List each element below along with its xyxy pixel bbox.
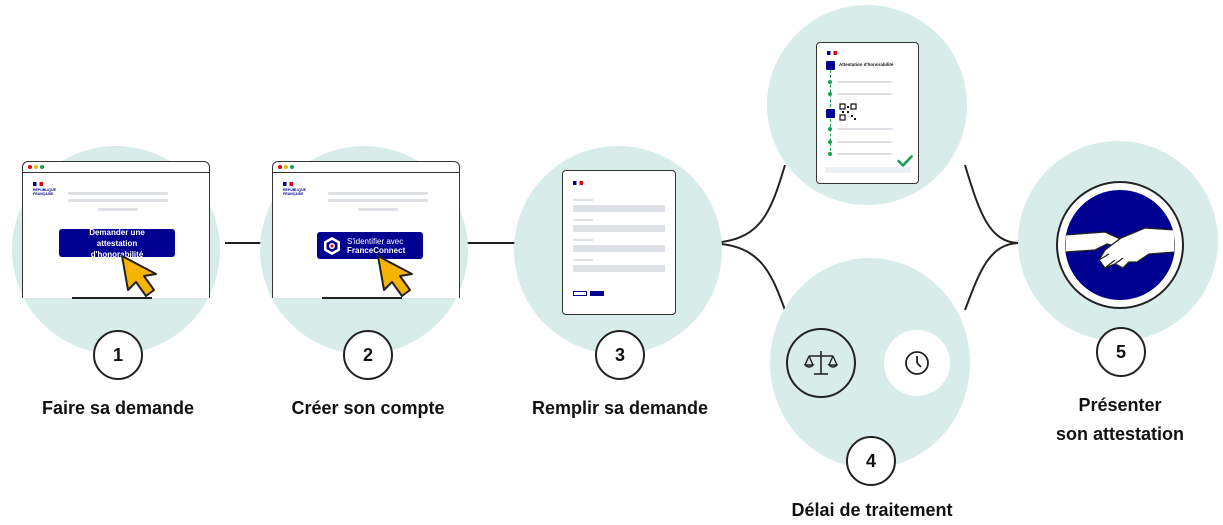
clock-badge: [884, 330, 950, 396]
checkmark-icon: [897, 155, 913, 167]
attestation-title: Attestation d'honorabilité: [839, 62, 894, 67]
franceconnect-button[interactable]: S'identifier avec FranceConnect: [317, 232, 423, 259]
cursor-icon: [121, 255, 157, 297]
step-3-label: Remplir sa demande: [531, 398, 709, 418]
site-name: FRANÇAISE: [33, 192, 54, 196]
attestation-step-marker: [826, 61, 835, 70]
balance-scale-badge: [786, 328, 856, 398]
cursor-icon: [377, 255, 413, 297]
balance-scale-icon: [804, 351, 838, 375]
qr-code-icon: [839, 103, 857, 121]
franceconnect-logo-icon: [324, 236, 340, 255]
attestation-document: Attestation d'honorabilité: [816, 42, 919, 184]
handshake-icon: [1065, 227, 1175, 269]
step-5-label-line1: Présenter: [1078, 395, 1162, 415]
step-1-label: Faire sa demande: [41, 398, 195, 418]
step-5-label-line2: son attestation: [1055, 424, 1184, 444]
franceconnect-label-line1: S'identifier avec: [347, 236, 404, 246]
form-submit-button[interactable]: [590, 291, 604, 296]
step-2-underline: [322, 297, 402, 299]
step-4-label: Délai de traitement: [791, 500, 953, 520]
step-2-number: 2: [343, 330, 393, 380]
clock-icon: [905, 351, 929, 375]
request-attestation-button[interactable]: Demander une attestation d'honorabilité: [59, 227, 175, 259]
request-attestation-label: Demander une attestation d'honorabilité: [89, 227, 145, 259]
franceconnect-label-line2: FranceConnect: [347, 245, 406, 255]
step-2-browser: RÉPUBLIQUE FRANÇAISE S'identifier avec F…: [272, 161, 460, 298]
form-cancel-button[interactable]: [573, 291, 587, 296]
step-4-number: 4: [846, 436, 896, 486]
site-name: RÉPUBLIQUE: [33, 188, 56, 192]
step-3-number: 3: [595, 330, 645, 380]
step-1-underline: [72, 297, 152, 299]
step-1-browser: RÉPUBLIQUE FRANÇAISE Demander une attest…: [22, 161, 210, 298]
site-name: RÉPUBLIQUE: [283, 188, 306, 192]
attestation-step-marker: [826, 109, 835, 118]
step-2-label: Créer son compte: [291, 398, 445, 418]
handshake-disc: [1065, 190, 1175, 300]
step-1-number: 1: [93, 330, 143, 380]
step-3-form-document: [562, 170, 676, 315]
step-5-number: 5: [1096, 327, 1146, 377]
site-name: FRANÇAISE: [283, 192, 304, 196]
